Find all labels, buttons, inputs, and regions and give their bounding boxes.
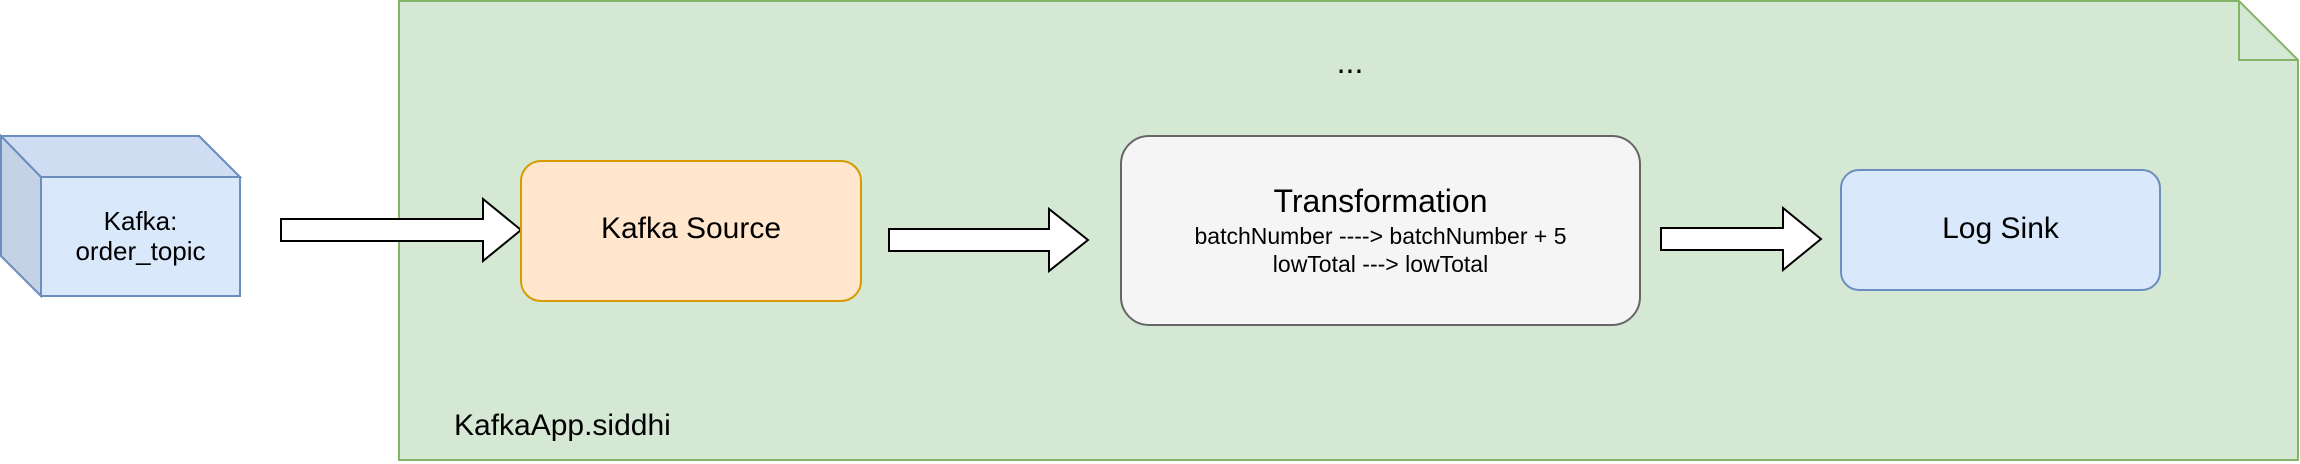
container-fold-corner [2238,1,2298,61]
log-sink-label: Log Sink [1942,212,2059,245]
container-label: KafkaApp.siddhi [454,409,671,442]
kafka-source-label: Kafka Source [600,212,782,245]
ellipsis-label: ... [1336,44,1364,80]
transformation-rule-1: batchNumber ----> batchNumber + 5 [1194,223,1567,249]
kafka-topic-line1: Kafka: [103,206,178,236]
arrow-transformation-to-sink [1660,205,1823,273]
log-sink-box [1840,169,2161,291]
arrow-topic-to-source [280,196,523,264]
transformation-title: Transformation [1273,183,1488,219]
transformation-rule-2: lowTotal ---> lowTotal [1272,251,1489,277]
kafka-topic-line2: order_topic [75,236,206,266]
arrow-source-to-transformation [888,206,1090,274]
kafka-topic-cube [0,133,243,299]
transformation-box [1120,135,1641,326]
kafka-source-box [520,160,862,302]
kafka-topic-label: Kafka: order_topic [41,206,240,266]
